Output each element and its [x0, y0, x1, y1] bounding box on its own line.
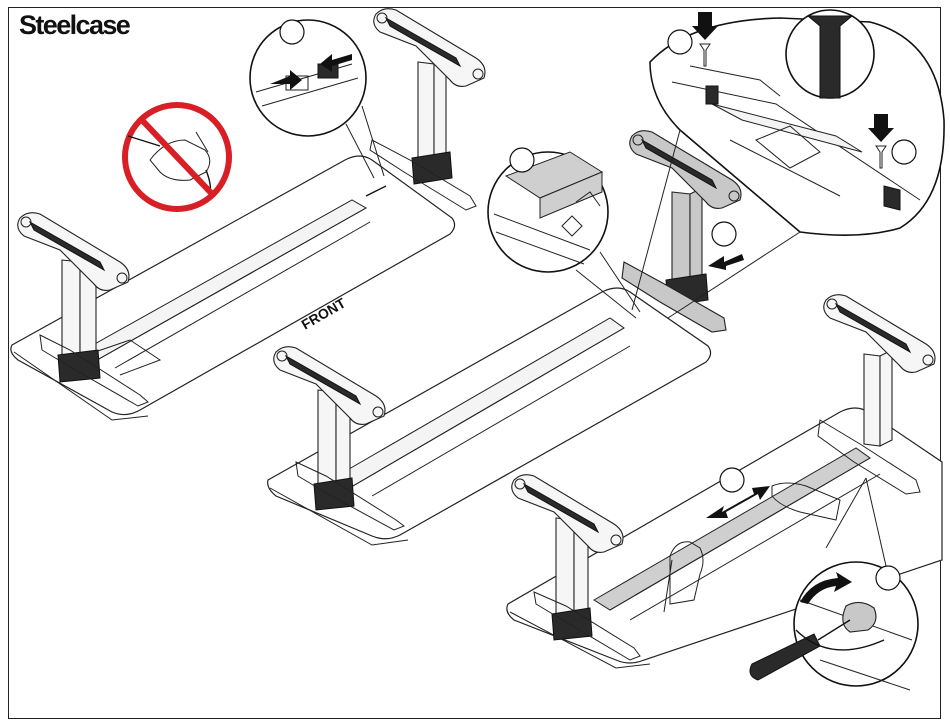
step-marker [712, 222, 736, 246]
step-marker [720, 468, 744, 492]
step-marker [668, 30, 692, 54]
push-arrow-icon [708, 254, 744, 270]
desk-top-left [11, 9, 485, 420]
step-marker [510, 148, 534, 172]
connector-detail-lens [250, 20, 384, 178]
prohibited-cable-pull-icon [125, 105, 229, 209]
step-marker [280, 20, 304, 44]
step-marker [892, 140, 916, 164]
step-marker [876, 566, 900, 590]
